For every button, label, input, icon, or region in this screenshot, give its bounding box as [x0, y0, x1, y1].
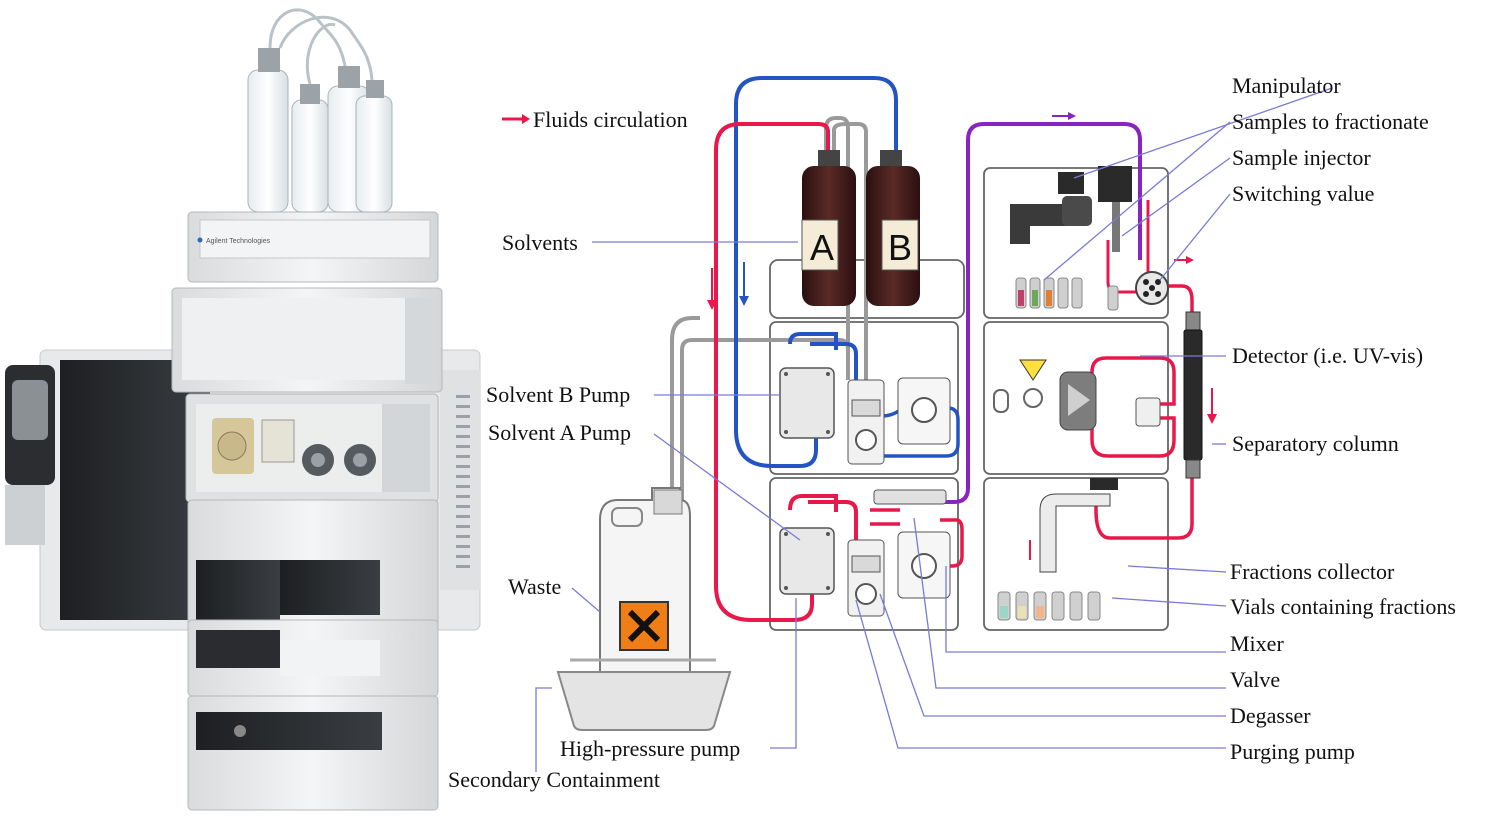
label-mixer: Mixer	[1230, 631, 1284, 656]
degasser-b	[847, 379, 885, 465]
mixer-b	[897, 377, 951, 445]
label-manipulator: Manipulator	[1232, 73, 1341, 98]
label-purging-pump: Purging pump	[1230, 739, 1355, 764]
leader-lines	[535, 87, 1333, 772]
separatory-column-shape	[1183, 311, 1203, 479]
collector-arm	[1029, 478, 1118, 573]
red-line-solvent-a	[714, 122, 830, 622]
purple-line-to-injector	[932, 122, 1142, 504]
valve-a	[873, 489, 947, 505]
manipulator-shape	[1010, 166, 1132, 252]
label-fractions-collector: Fractions collector	[1230, 559, 1395, 584]
bottle-b-label: B	[888, 227, 912, 268]
waste-container	[599, 487, 691, 677]
label-secondary-containment: Secondary Containment	[448, 767, 660, 792]
label-detector: Detector (i.e. UV-vis)	[1232, 343, 1423, 368]
label-switching-value: Switching value	[1232, 181, 1374, 206]
fraction-vials	[997, 591, 1101, 621]
detector-shape	[993, 359, 1161, 431]
label-sample-injector: Sample injector	[1232, 145, 1371, 170]
legend-fluids-circulation: Fluids circulation	[533, 107, 688, 132]
label-samples-to-fractionate: Samples to fractionate	[1232, 109, 1429, 134]
solvent-bottle-b: B	[866, 150, 920, 306]
degasser-a	[847, 539, 885, 617]
label-degasser: Degasser	[1230, 703, 1311, 728]
secondary-containment-tray	[556, 658, 732, 731]
label-waste: Waste	[508, 574, 561, 599]
legend-fluids-arrow	[502, 114, 530, 124]
pump-b-head	[779, 367, 835, 439]
label-solvent-b-pump: Solvent B Pump	[486, 382, 630, 407]
solvent-bottle-a: A	[801, 150, 856, 306]
label-high-pressure-pump: High-pressure pump	[560, 736, 740, 761]
label-separatory-column: Separatory column	[1232, 431, 1399, 456]
label-solvents: Solvents	[502, 230, 578, 255]
label-solvent-a-pump: Solvent A Pump	[488, 420, 631, 445]
brand-label: Agilent Technologies	[206, 238, 271, 245]
mixer-a	[897, 531, 951, 599]
pump-a-head	[779, 527, 835, 595]
label-vials-containing-fractions: Vials containing fractions	[1230, 594, 1456, 619]
collector-cabinet	[983, 477, 1169, 631]
label-valve: Valve	[1230, 667, 1280, 692]
blue-line-solvent-b	[734, 76, 898, 468]
bottle-a-label: A	[810, 227, 834, 268]
hplc-instrument-illustration: Agilent Technologies	[5, 8, 481, 811]
sample-vials	[1015, 277, 1119, 311]
solvent-bottles-photo	[247, 8, 393, 213]
